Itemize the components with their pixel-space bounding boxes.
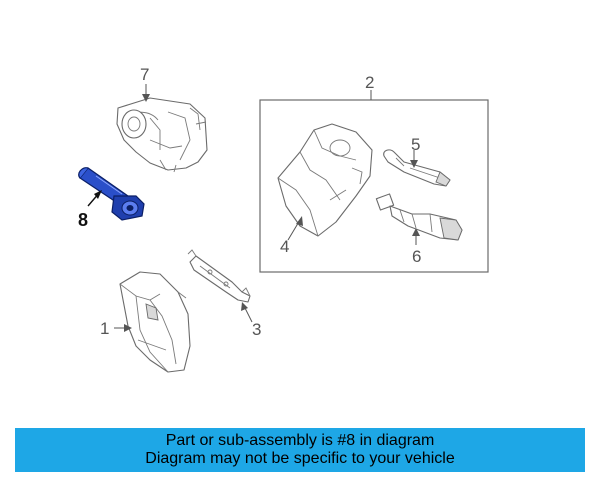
callout-5[interactable]: 5	[411, 135, 420, 154]
part-1-lower-cover[interactable]	[119, 271, 191, 373]
banner-line-2: Diagram may not be specific to your vehi…	[145, 450, 455, 467]
banner-line-1: Part or sub-assembly is #8 in diagram	[165, 432, 435, 449]
leader-5-arrow	[410, 160, 418, 168]
part-3-bracket[interactable]	[187, 249, 251, 303]
leader-1-arrow	[124, 324, 132, 332]
callout-1[interactable]: 1	[100, 319, 109, 338]
leader-3-arrow	[241, 302, 248, 311]
part-7-lock-housing[interactable]	[116, 97, 208, 173]
callout-6[interactable]: 6	[412, 247, 421, 266]
part-4-column-shroud[interactable]	[277, 123, 373, 237]
part-6-multifunction-switch[interactable]	[375, 193, 463, 241]
callout-3[interactable]: 3	[252, 320, 261, 339]
parts-diagram: 7 8 2 4 5	[78, 65, 489, 373]
callout-8[interactable]: 8	[78, 210, 88, 230]
part-5-switch-lever[interactable]	[383, 149, 451, 187]
leader-6-arrow	[412, 228, 420, 236]
callout-2[interactable]: 2	[365, 73, 374, 92]
leader-4-arrow	[296, 216, 303, 226]
callout-7[interactable]: 7	[140, 65, 149, 84]
assembly-2-frame	[259, 99, 489, 273]
part-8-lock-cylinder[interactable]	[78, 167, 145, 221]
info-banner: Part or sub-assembly is #8 in diagram Di…	[15, 428, 585, 472]
leader-8-arrow	[94, 190, 102, 199]
leader-7-arrow	[142, 94, 150, 102]
callout-4[interactable]: 4	[280, 237, 289, 256]
